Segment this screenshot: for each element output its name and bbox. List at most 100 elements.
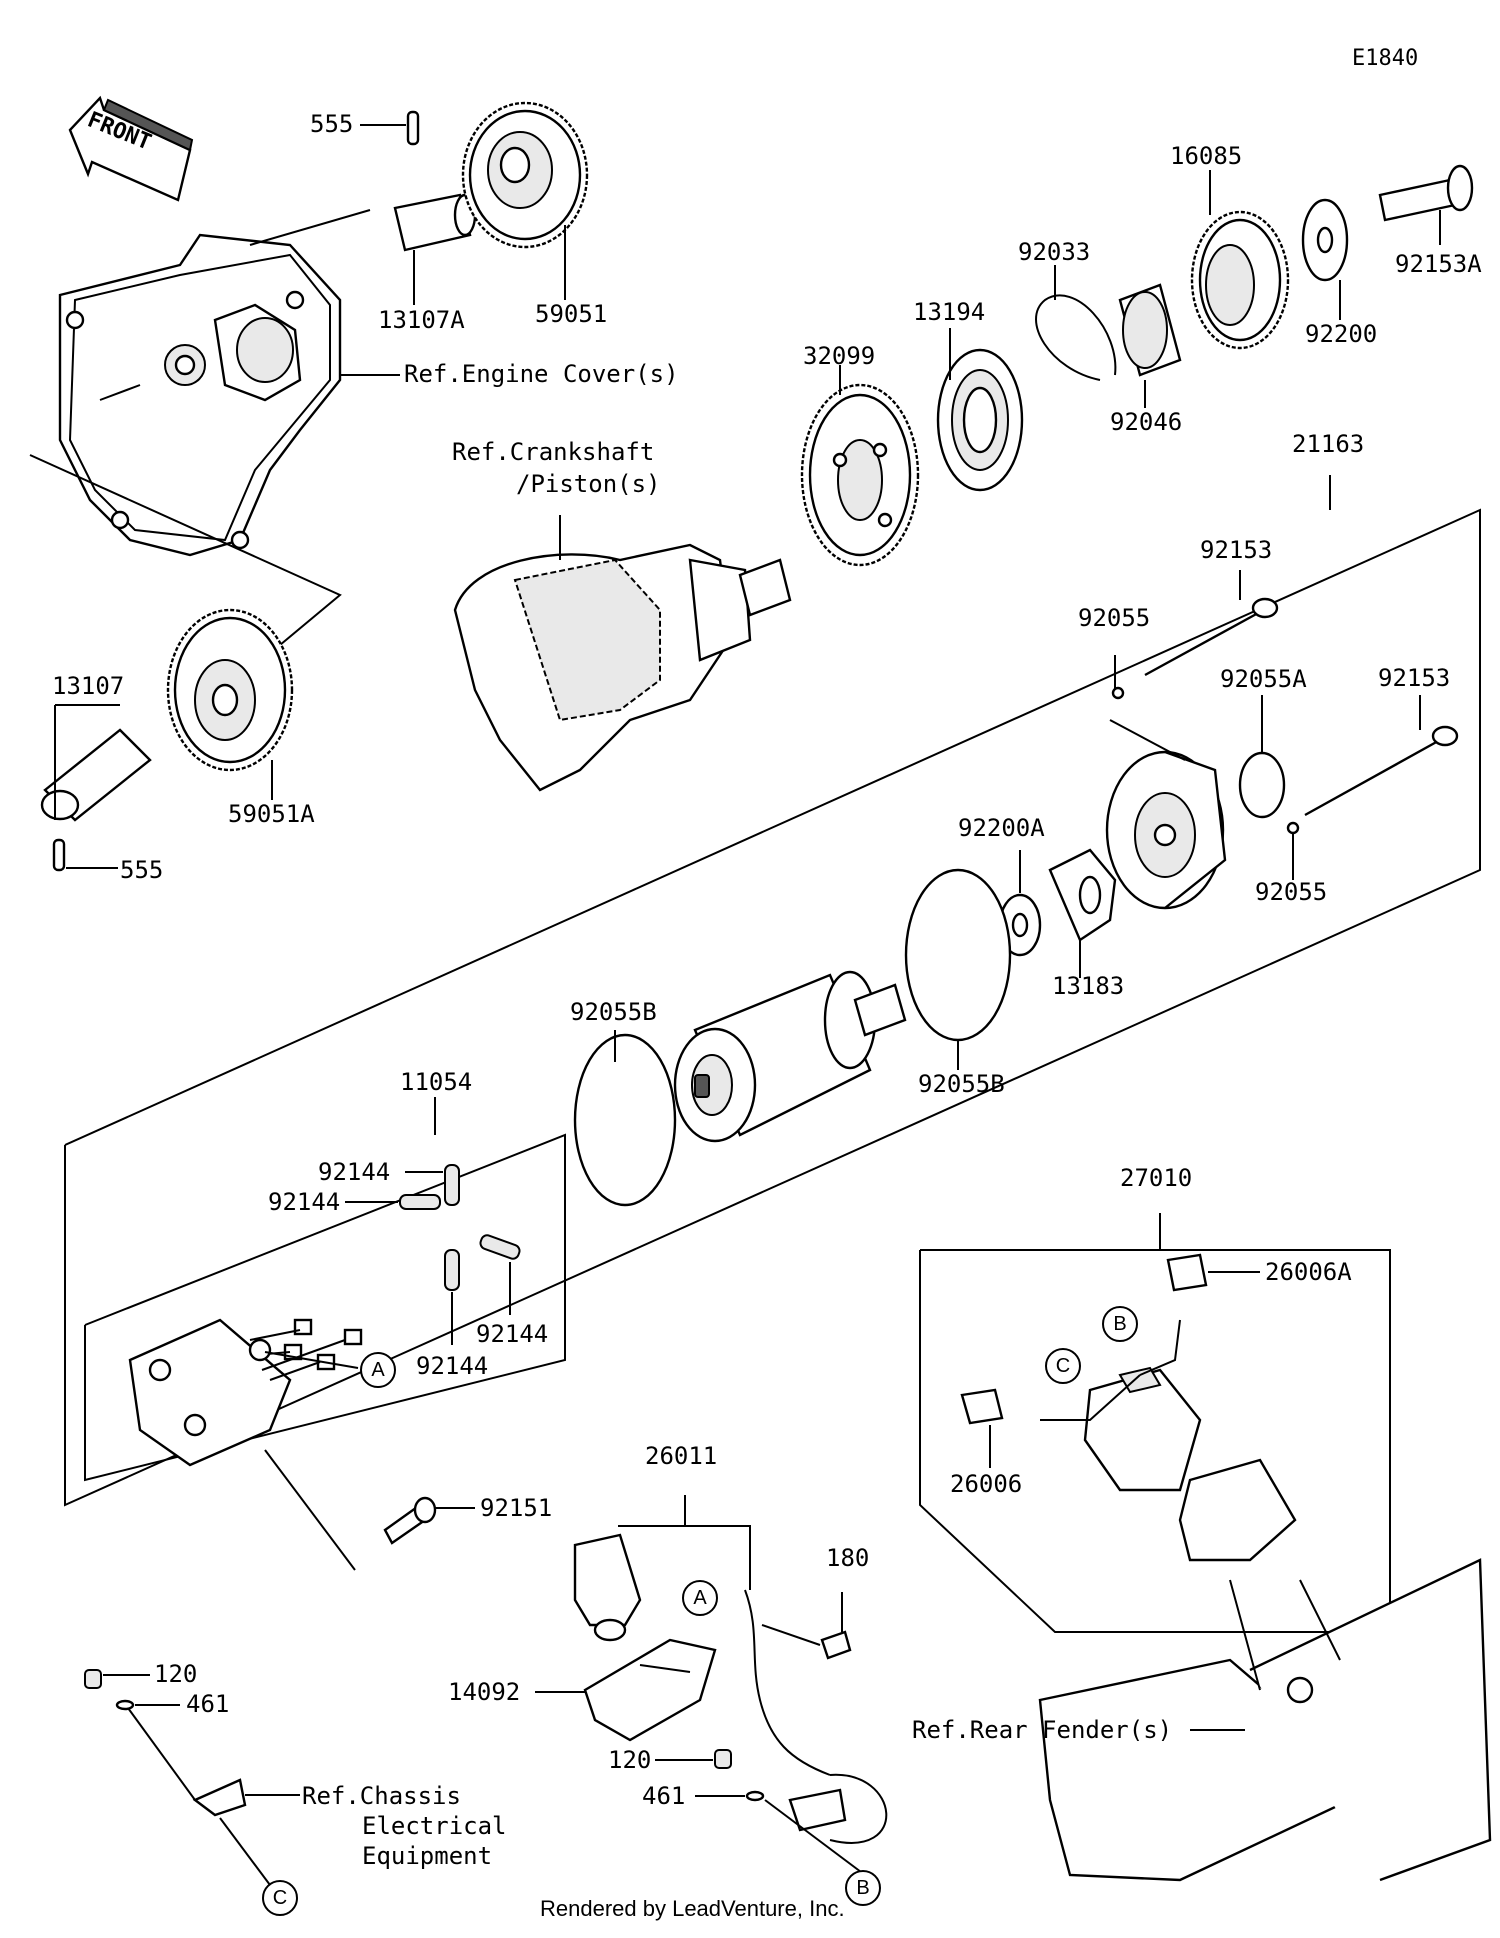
bolt-92151 xyxy=(383,1496,437,1545)
label-ref-chassis-1: Ref.Chassis xyxy=(302,1782,461,1810)
ground-bracket xyxy=(192,1778,247,1817)
label-14092: 14092 xyxy=(448,1678,521,1706)
bolt-120-right xyxy=(714,1749,732,1769)
label-92144-a: 92144 xyxy=(318,1158,391,1186)
label-92055A: 92055A xyxy=(1220,665,1307,693)
relay-cover xyxy=(1178,1458,1297,1562)
starter-motor xyxy=(673,970,907,1143)
gear-16085 xyxy=(1190,210,1290,350)
label-11054: 11054 xyxy=(400,1068,473,1096)
oring-92055B-right xyxy=(904,868,1012,1042)
label-92144-c: 92144 xyxy=(476,1320,549,1348)
brush-holder xyxy=(128,1318,363,1467)
label-13194: 13194 xyxy=(913,298,986,326)
label-92055B-a: 92055B xyxy=(570,998,657,1026)
spring-92144-d xyxy=(444,1249,460,1291)
label-180: 180 xyxy=(826,1544,870,1572)
label-92153A: 92153A xyxy=(1395,250,1482,278)
label-ref-crankshaft-1: Ref.Crankshaft xyxy=(452,438,655,466)
label-92151: 92151 xyxy=(480,1494,553,1522)
label-92055-a: 92055 xyxy=(1078,604,1151,632)
bolt-120-left xyxy=(84,1669,102,1689)
callout-b-relay: B xyxy=(1102,1306,1138,1342)
label-120-left: 120 xyxy=(154,1660,198,1688)
oring-92055B-left xyxy=(573,1033,677,1207)
label-16085: 16085 xyxy=(1170,142,1243,170)
label-92046: 92046 xyxy=(1110,408,1183,436)
spring-92144-a xyxy=(444,1164,460,1206)
terminal-cover-14092 xyxy=(583,1638,717,1742)
label-ref-chassis-2: Electrical xyxy=(362,1812,507,1840)
footer-credit: Rendered by LeadVenture, Inc. xyxy=(540,1896,845,1921)
label-120-right: 120 xyxy=(608,1746,652,1774)
bolt-92153-right xyxy=(1304,725,1459,817)
bolt-92153A xyxy=(1378,164,1474,222)
label-ref-rear-fender: Ref.Rear Fender(s) xyxy=(912,1716,1173,1744)
washer-461-left xyxy=(115,1699,135,1711)
label-92144-b: 92144 xyxy=(268,1188,341,1216)
crankshaft xyxy=(453,543,792,792)
oring-92055-right xyxy=(1286,821,1300,835)
label-92200: 92200 xyxy=(1305,320,1378,348)
idler-gear-59051 xyxy=(461,101,589,249)
label-26011: 26011 xyxy=(645,1442,718,1470)
callout-c-relay: C xyxy=(1045,1348,1081,1384)
starter-relay xyxy=(1083,1366,1202,1492)
spring-92144-c xyxy=(479,1234,521,1260)
starter-cable xyxy=(744,1589,888,1844)
label-59051: 59051 xyxy=(535,300,608,328)
callout-c-chassis: C xyxy=(262,1880,298,1916)
bolt-92153-top xyxy=(1144,597,1279,677)
label-92153-a: 92153 xyxy=(1200,536,1273,564)
label-461-left: 461 xyxy=(186,1690,230,1718)
label-ref-chassis-3: Equipment xyxy=(362,1842,493,1870)
callout-a-cable: A xyxy=(682,1580,718,1616)
label-27010: 27010 xyxy=(1120,1164,1193,1192)
callout-b-cable: B xyxy=(845,1870,881,1906)
starter-end-cover xyxy=(1105,750,1227,910)
spring-92144-b xyxy=(399,1194,441,1210)
washer-461-right xyxy=(745,1790,765,1802)
label-461-right: 461 xyxy=(642,1782,686,1810)
label-555-bottom: 555 xyxy=(120,856,164,884)
label-21163: 21163 xyxy=(1292,430,1365,458)
label-32099: 32099 xyxy=(803,342,876,370)
idler-gear-59051A xyxy=(166,608,294,772)
cable-cap xyxy=(573,1533,642,1642)
bushing-13107A xyxy=(393,193,477,252)
circlip-92033 xyxy=(1035,294,1117,381)
label-13107: 13107 xyxy=(52,672,125,700)
label-13107A: 13107A xyxy=(378,306,465,334)
fuse-26006A xyxy=(1166,1253,1208,1292)
needle-bearing-92046 xyxy=(1118,283,1182,377)
label-26006: 26006 xyxy=(950,1470,1023,1498)
label-555-top: 555 xyxy=(310,110,354,138)
label-92055-b: 92055 xyxy=(1255,878,1328,906)
label-ref-crankshaft-2: /Piston(s) xyxy=(516,470,661,498)
fuse-26006 xyxy=(960,1388,1004,1425)
pin-555-top xyxy=(406,110,420,146)
label-92144-d: 92144 xyxy=(416,1352,489,1380)
diagram-id: E1840 xyxy=(1352,46,1419,71)
pin-555-bottom xyxy=(52,838,66,872)
callout-a-brush: A xyxy=(360,1352,396,1388)
oring-92055A xyxy=(1238,751,1286,819)
label-13183: 13183 xyxy=(1052,972,1125,1000)
plate-13183 xyxy=(1048,848,1117,942)
bushing-13107 xyxy=(40,728,152,822)
label-92055B-b: 92055B xyxy=(918,1070,1005,1098)
one-way-clutch-13194 xyxy=(936,348,1024,492)
label-26006A: 26006A xyxy=(1265,1258,1352,1286)
rear-fender xyxy=(1038,1558,1492,1882)
front-arrow-icon xyxy=(68,95,194,202)
label-92033: 92033 xyxy=(1018,238,1091,266)
starter-clutch-32099 xyxy=(800,383,920,567)
oring-92055-top xyxy=(1111,686,1125,700)
label-59051A: 59051A xyxy=(228,800,315,828)
washer-92200 xyxy=(1301,198,1349,282)
engine-cover xyxy=(58,233,342,557)
label-92153-b: 92153 xyxy=(1378,664,1451,692)
label-ref-engine-cover: Ref.Engine Cover(s) xyxy=(404,360,679,388)
bolt-180 xyxy=(820,1630,852,1660)
